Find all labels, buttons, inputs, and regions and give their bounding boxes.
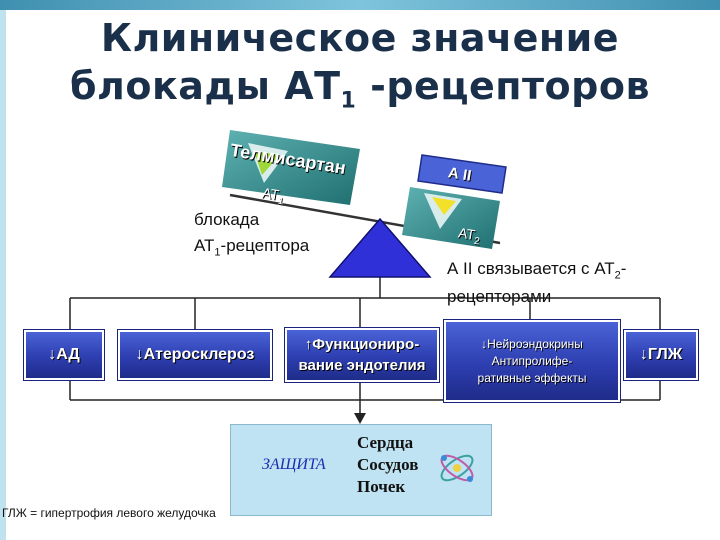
at2-receptor-label: АТ2 <box>457 224 481 248</box>
box-atherosclerosis: ↓Атеросклероз <box>117 329 273 381</box>
title-line-2: блокады АТ1 -рецепторов <box>70 64 650 114</box>
protection-item-heart: Сердца <box>357 433 414 452</box>
box-lvh: ↓ГЛЖ <box>623 329 699 381</box>
fulcrum-triangle <box>328 217 432 278</box>
protection-item-kidneys: Почек <box>357 477 406 496</box>
protection-item-vessels: Сосудов <box>357 455 419 474</box>
box-blood-pressure: ↓АД <box>23 329 105 381</box>
protection-label: ЗАЩИТА <box>262 456 326 473</box>
protection-targets-list: Сердца Сосудов Почек <box>357 432 418 498</box>
balance-scale <box>222 130 507 278</box>
side-decorative-band <box>0 10 6 540</box>
box-neuroendocrine-effects: ↓Нейроэндокрины Антипролифе- ративные эф… <box>443 319 621 403</box>
at2-receptor-shape <box>402 187 500 249</box>
telmisartan-molecule-shape <box>254 151 280 175</box>
molecule-graphic-icon <box>440 454 474 482</box>
angiotensin-ii-molecule-shape <box>432 197 456 215</box>
top-decorative-band <box>0 0 720 10</box>
at1-receptor-label: АТ1 <box>261 184 285 208</box>
angiotensin-ii-label: А II <box>446 164 473 185</box>
footnote: ГЛЖ = гипертрофия левого желудочка <box>2 506 216 520</box>
at1-blockade-caption: блокада АТ1-рецептора <box>194 210 310 259</box>
box-endothelial-function: ↑Функциониро- вание эндотелия <box>284 327 440 383</box>
slide-title: Клиническое значение блокады АТ1 -рецепт… <box>60 14 660 126</box>
title-line-1: Клиническое значение <box>100 16 620 60</box>
at2-binding-caption: А II связывается с АТ2- рецепторами <box>447 259 627 307</box>
